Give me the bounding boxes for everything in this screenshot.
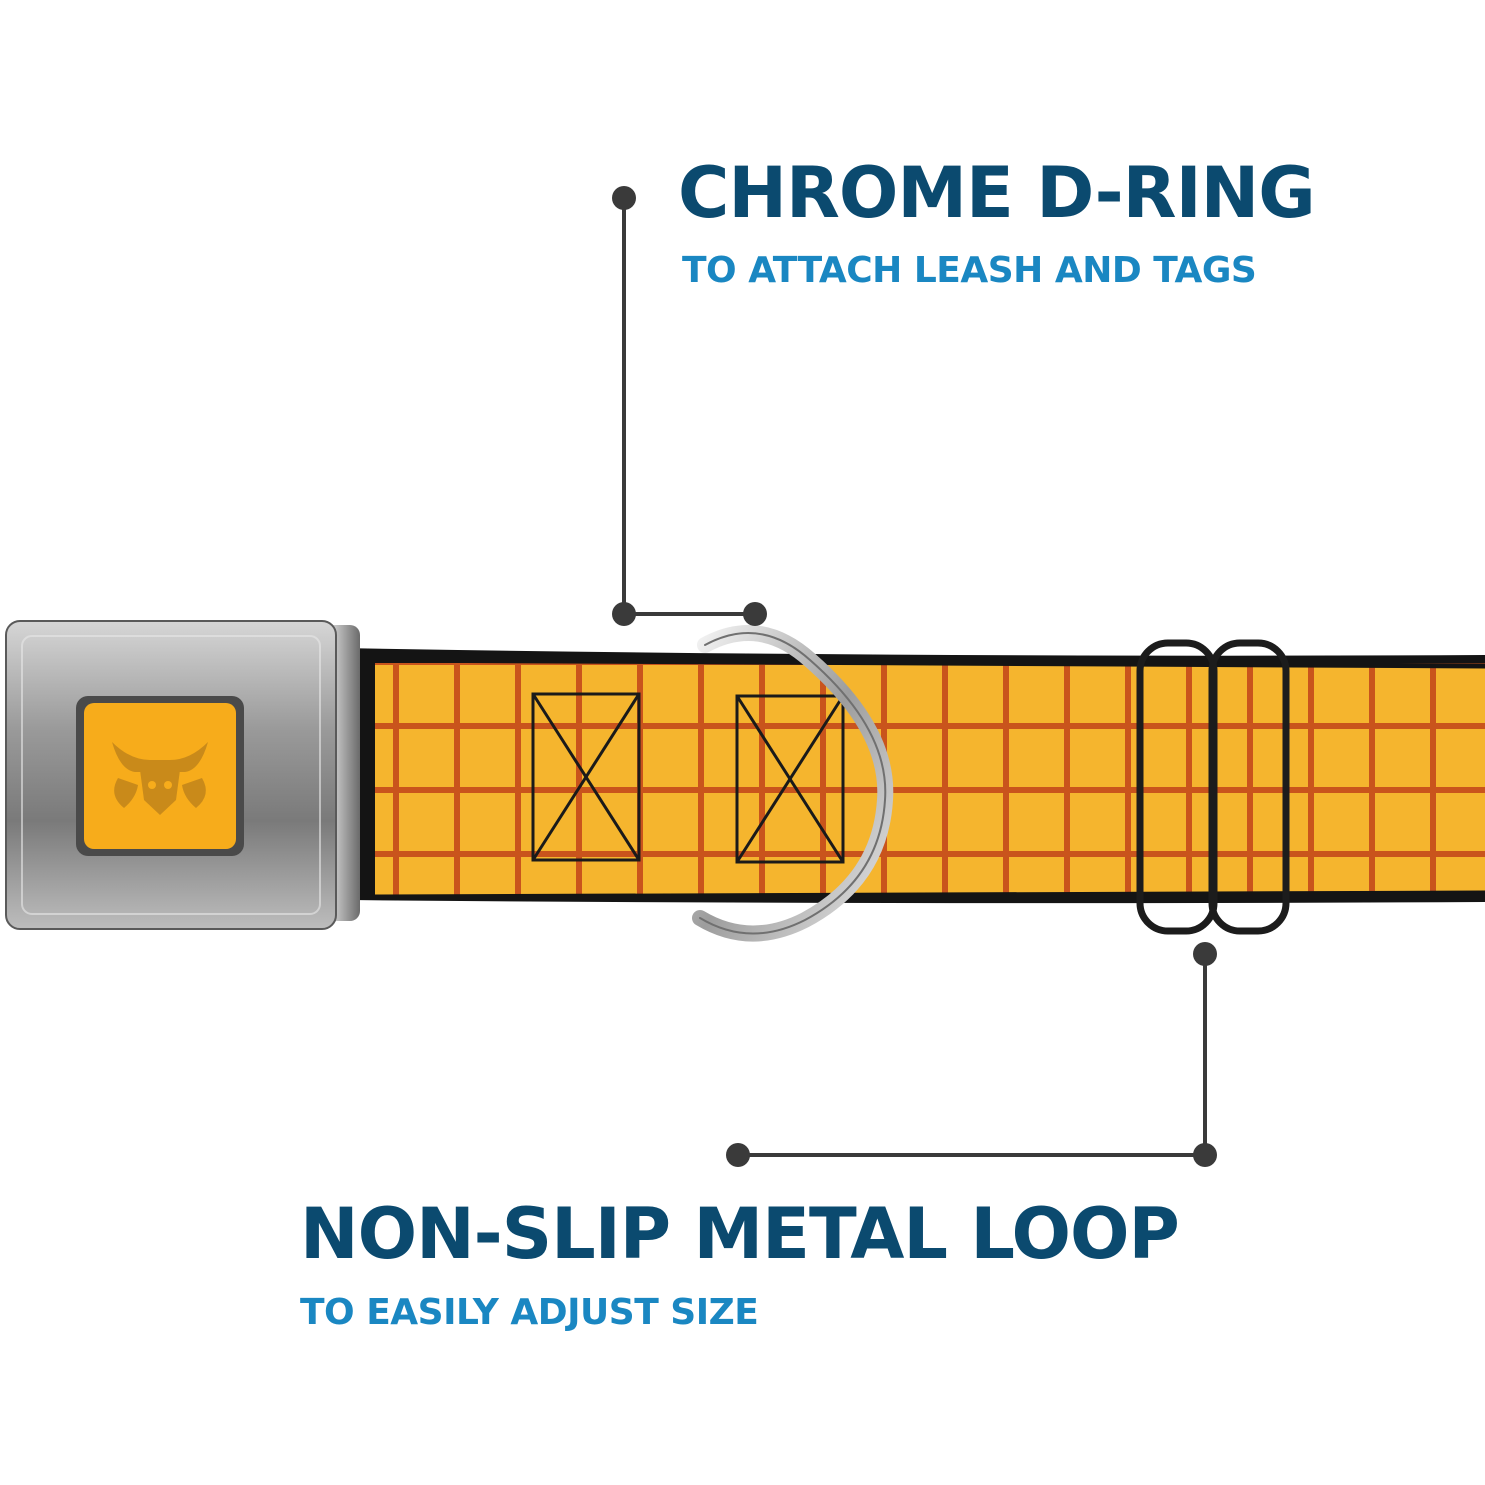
stitch-box-left xyxy=(531,692,641,862)
d-ring-title: CHROME D-RING xyxy=(678,152,1316,234)
connector-dot xyxy=(612,186,636,210)
connector-loop xyxy=(738,954,1207,1157)
connector-dot xyxy=(726,1143,750,1167)
slide-loop-icon xyxy=(1136,639,1290,935)
seatbelt-buckle xyxy=(5,620,360,930)
connector-dot xyxy=(1193,1143,1217,1167)
connector-dot xyxy=(743,602,767,626)
collar-webbing xyxy=(340,648,1485,904)
connector-dot xyxy=(612,602,636,626)
bull-skull-icon xyxy=(112,742,208,815)
loop-title: NON-SLIP METAL LOOP xyxy=(300,1193,1180,1275)
connector-dot xyxy=(1193,942,1217,966)
loop-subtitle: TO EASILY ADJUST SIZE xyxy=(300,1292,759,1333)
stitch-box-right xyxy=(735,694,845,864)
d-ring-subtitle: TO ATTACH LEASH AND TAGS xyxy=(682,250,1257,291)
d-ring-icon xyxy=(692,625,894,942)
